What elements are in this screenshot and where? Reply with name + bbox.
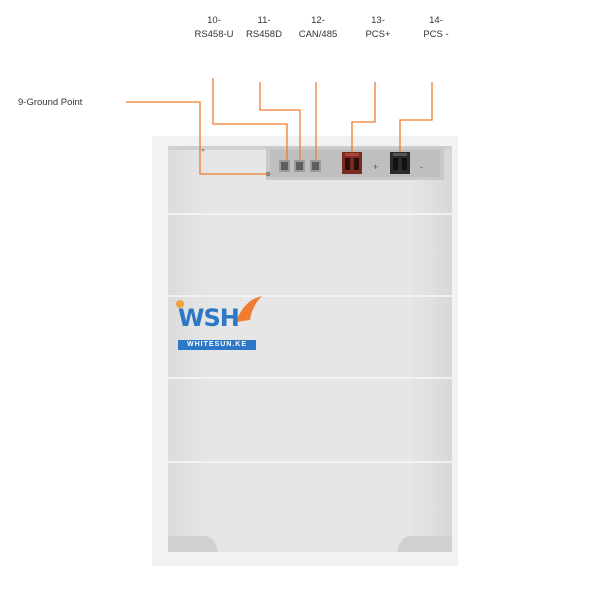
port-14-label: 14- PCS - [410, 14, 462, 42]
can-485-port [310, 160, 321, 172]
cabinet-foot-right [397, 536, 452, 552]
port-12-number: 12- [311, 15, 325, 26]
minus-sign: - [420, 162, 423, 172]
whitesun-logo: WSH WHITESUN.KE [172, 300, 262, 352]
port-13-name: PCS+ [365, 29, 391, 40]
port-12-name: CAN/485 [298, 29, 338, 40]
pcs-plus-terminal [342, 152, 362, 174]
leader-port-13 [351, 82, 376, 152]
logo-letters: WSH [178, 304, 240, 332]
port-12-label: 12- CAN/485 [292, 14, 344, 42]
rs458-u-port [279, 160, 290, 172]
port-10-name: RS458-U [194, 29, 234, 40]
leader-port-11 [259, 82, 301, 160]
port-13-number: 13- [371, 15, 385, 26]
battery-cabinet [152, 136, 458, 566]
port-11-label: 11- RS458D [242, 14, 286, 42]
port-10-number: 10- [207, 15, 221, 26]
port-13-label: 13- PCS+ [352, 14, 404, 42]
cabinet-foot-left [168, 536, 218, 552]
port-11-number: 11- [257, 15, 271, 26]
logo-sun-icon [176, 296, 262, 322]
ground-point-label: 9-Ground Point [18, 97, 83, 108]
connector-panel: + - [265, 147, 444, 180]
port-14-name: PCS - [423, 29, 449, 40]
port-14-number: 14- [429, 15, 443, 26]
leader-port-10 [212, 78, 288, 160]
port-11-name: RS458D [246, 29, 282, 40]
rs458d-port [294, 160, 305, 172]
leader-ground [126, 101, 268, 175]
logo-domain: WHITESUN.KE [178, 340, 256, 350]
leader-lines [126, 78, 433, 175]
leader-port-14 [399, 82, 433, 152]
port-10-label: 10- RS458-U [188, 14, 240, 42]
plus-sign: + [373, 162, 378, 172]
pcs-minus-terminal [390, 152, 410, 174]
